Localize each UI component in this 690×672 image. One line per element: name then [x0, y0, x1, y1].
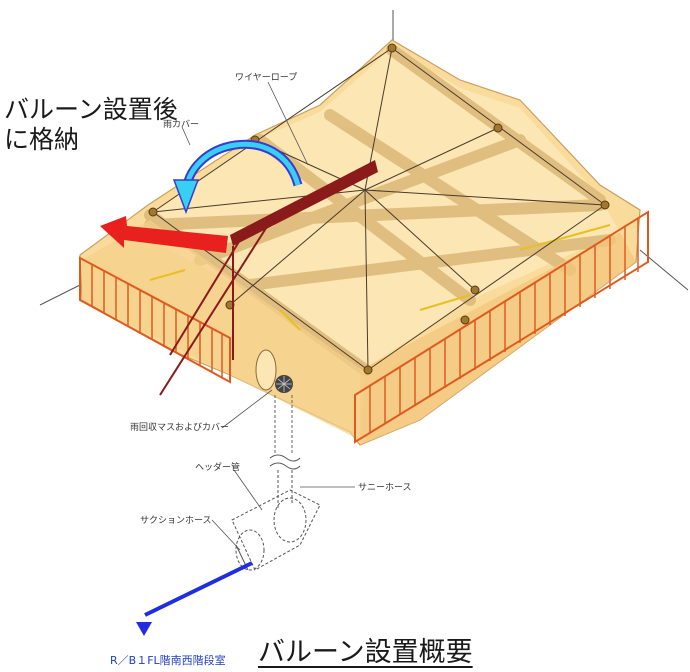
- label-rain-box: 雨回収マスおよびカバー: [130, 421, 229, 433]
- leader-lines: [181, 81, 355, 551]
- rotation-arrow: [172, 139, 303, 215]
- tie-down-hooks: [148, 43, 610, 375]
- label-wire-rope: ワイヤーロープ: [235, 72, 297, 83]
- hose-assembly: [231, 454, 321, 571]
- rain-cover-pole: [159, 160, 378, 396]
- label-header-pipe: ヘッダー管: [195, 461, 240, 473]
- label-rain-cover: 雨カバー: [163, 119, 199, 130]
- label-sunny-hose: サニーホース: [358, 482, 412, 493]
- diagram-title: バルーン設置概要: [258, 637, 473, 668]
- red-arrow: [100, 216, 228, 253]
- rain-collection-box: [255, 349, 293, 455]
- callout-store-after-install: バルーン設置後 に格納: [4, 95, 178, 155]
- fence-right: [354, 210, 649, 444]
- label-suction-hose: サクションホース: [140, 515, 212, 526]
- blue-arrow: [136, 561, 253, 636]
- destination-label: R／B１FL階南西階段室: [110, 654, 226, 667]
- callout-line-2: に格納: [4, 125, 80, 154]
- callout-line-1: バルーン設置後: [4, 95, 178, 124]
